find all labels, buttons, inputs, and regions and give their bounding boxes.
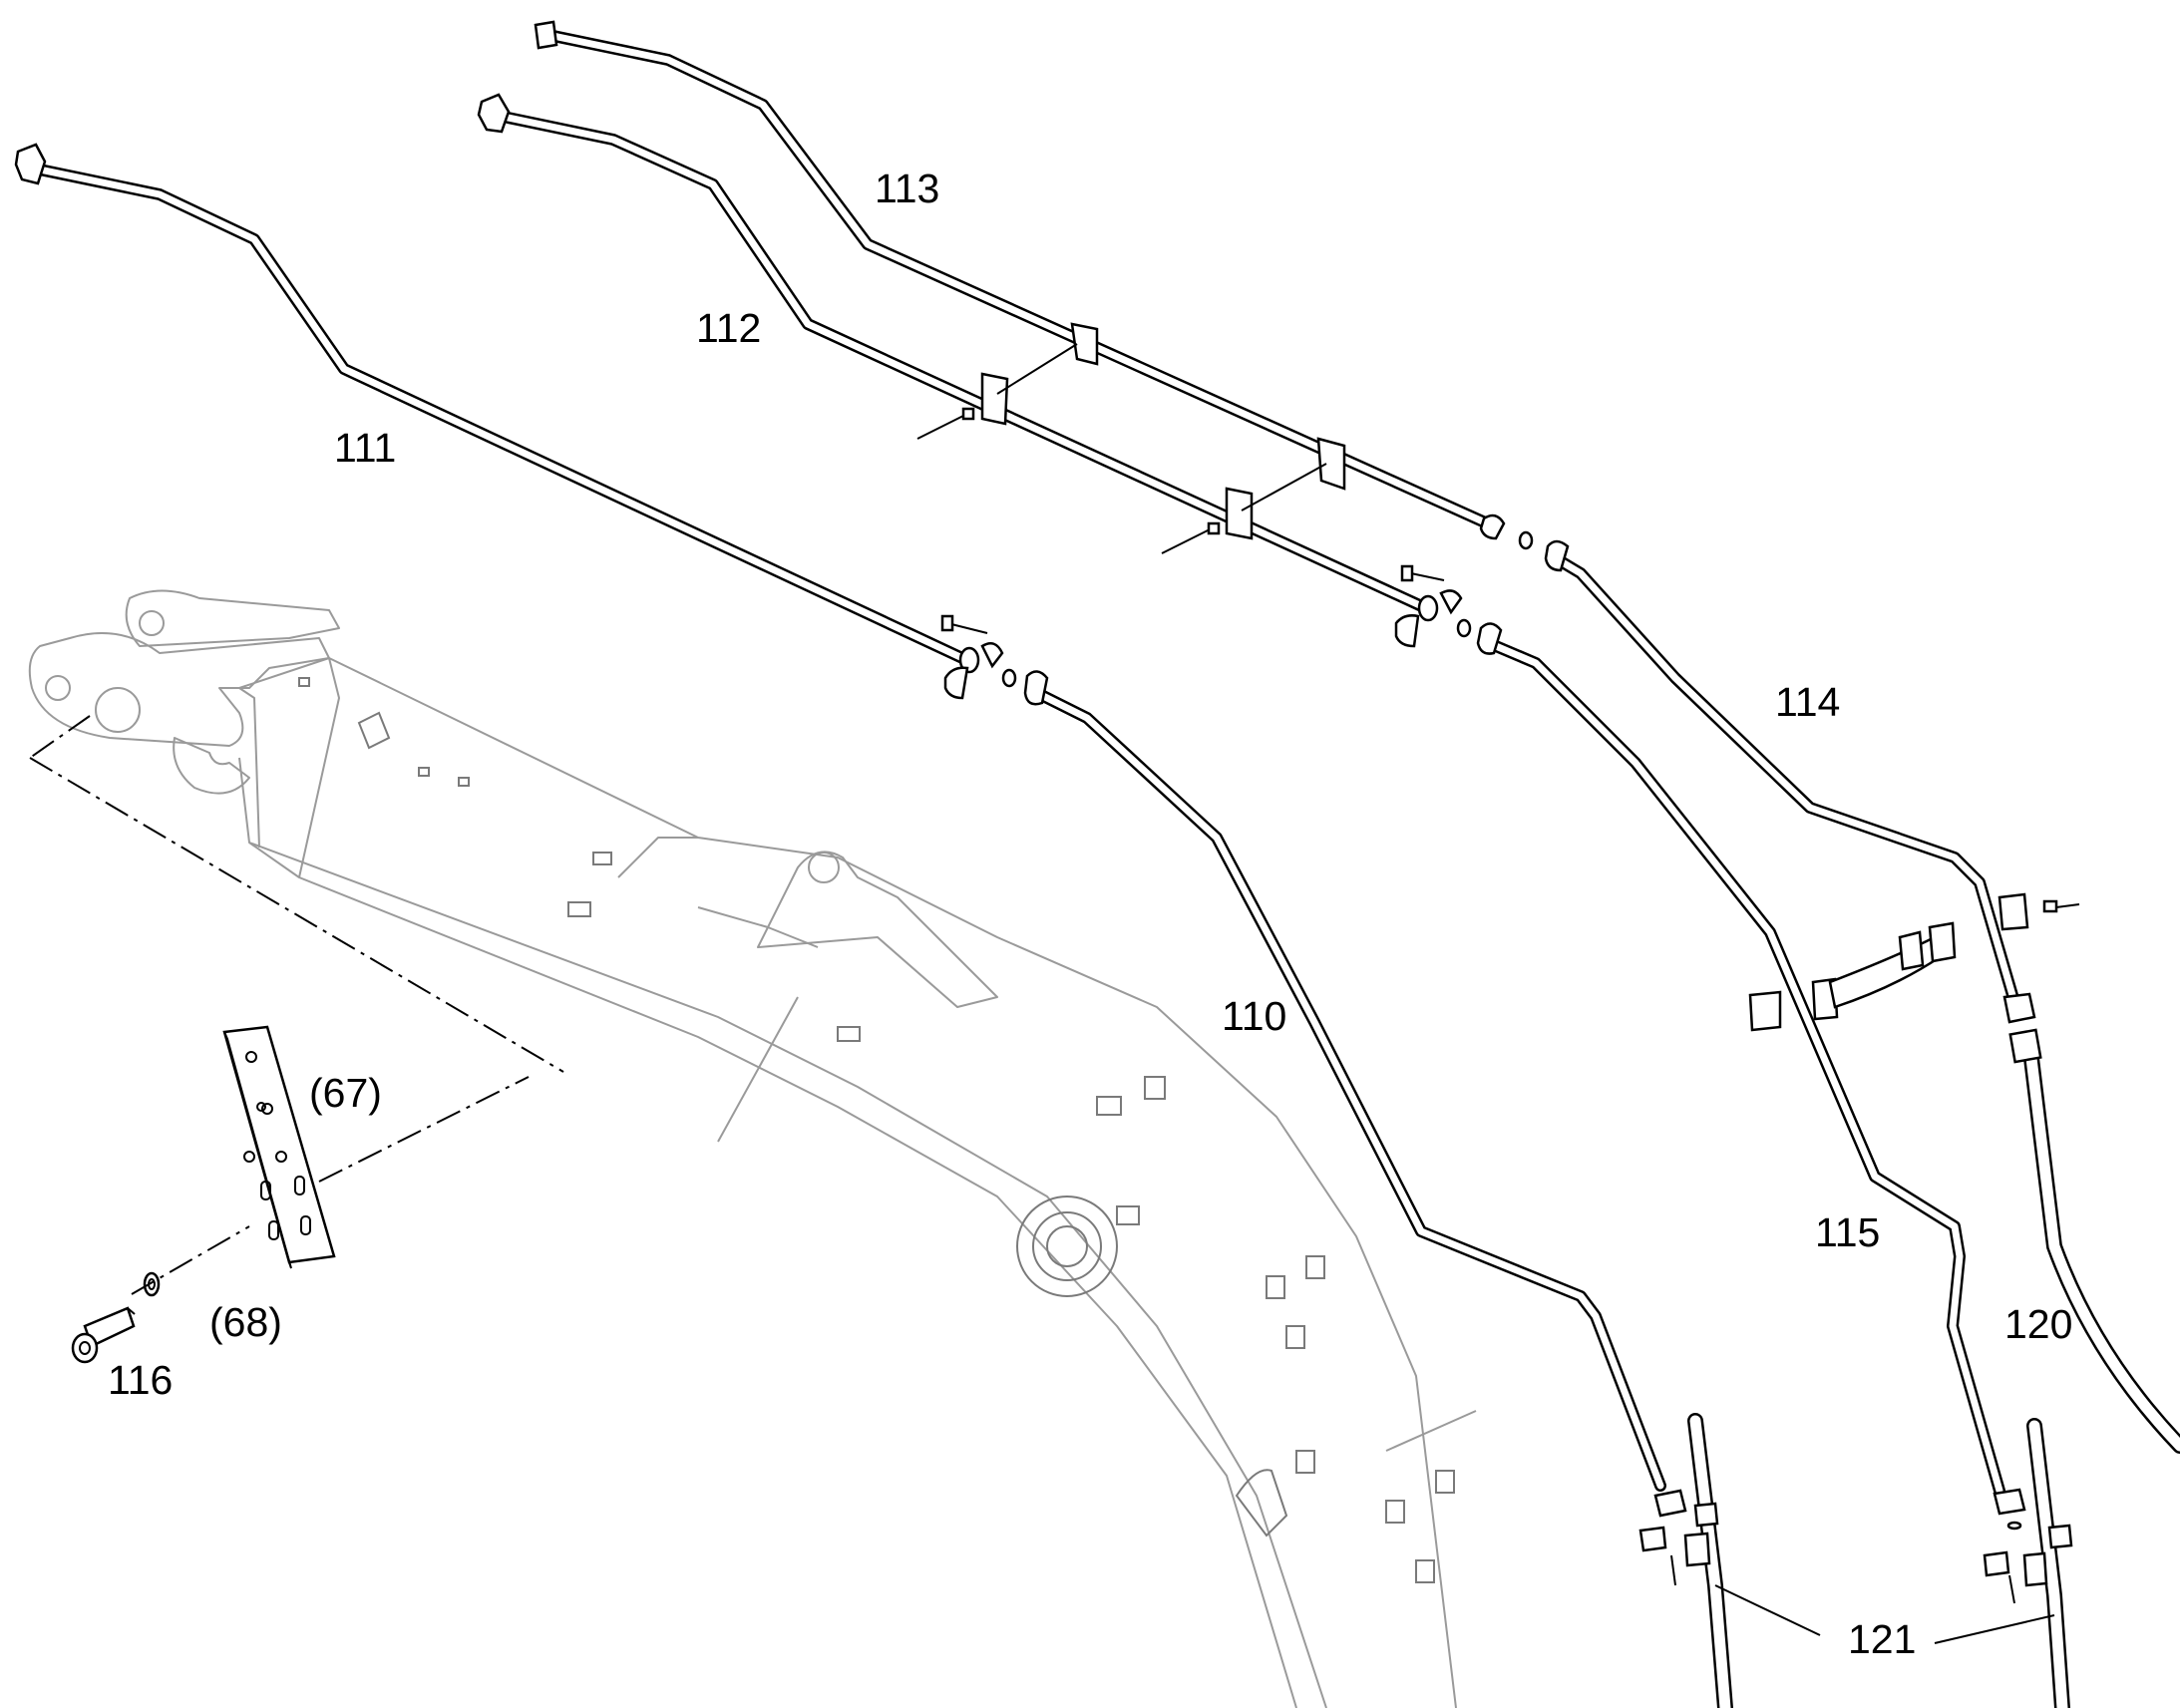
callout-120: 120	[2004, 1301, 2072, 1347]
flange-clamps-mid	[1394, 564, 1503, 655]
callout-111: 111	[334, 425, 396, 471]
hose-120	[2008, 1028, 2180, 1454]
pipe-clips	[916, 322, 1346, 554]
bolt-116	[71, 1306, 136, 1364]
callout-116: 116	[108, 1357, 173, 1403]
callout-112: 112	[696, 305, 761, 351]
clamp-plates-right	[1748, 892, 2080, 1032]
callout-110: 110	[1222, 993, 1286, 1039]
pipe-111	[14, 143, 968, 664]
pipe-114	[1550, 552, 2020, 1008]
pipe-113	[534, 20, 1500, 532]
callout-67: (67)	[309, 1070, 382, 1116]
callout-68: (68)	[209, 1299, 282, 1345]
pipe-112	[477, 93, 1432, 614]
fittings-lower-left	[1638, 1489, 1719, 1586]
callout-121: 121	[1848, 1616, 1916, 1662]
callout-labels: 113 112 111 114 110 (67) 115 (68) 120 11…	[108, 166, 2072, 1662]
callout-113: 113	[875, 166, 939, 211]
pipe-115	[1490, 640, 2005, 1497]
callout-114: 114	[1775, 679, 1840, 725]
hose-121-right	[2026, 1418, 2070, 1708]
washer-68	[143, 1271, 161, 1297]
callout-115: 115	[1815, 1209, 1880, 1255]
fittings-lower-right	[1983, 1488, 2073, 1604]
boom-structure	[28, 589, 1477, 1708]
plate-67	[222, 1025, 336, 1269]
alignment-lines	[29, 715, 564, 1295]
leaders-121	[1714, 1584, 2055, 1644]
flange-clamps-left	[940, 614, 1049, 706]
pipe-110	[1031, 687, 1666, 1492]
flange-clamps-right	[1479, 513, 1570, 572]
